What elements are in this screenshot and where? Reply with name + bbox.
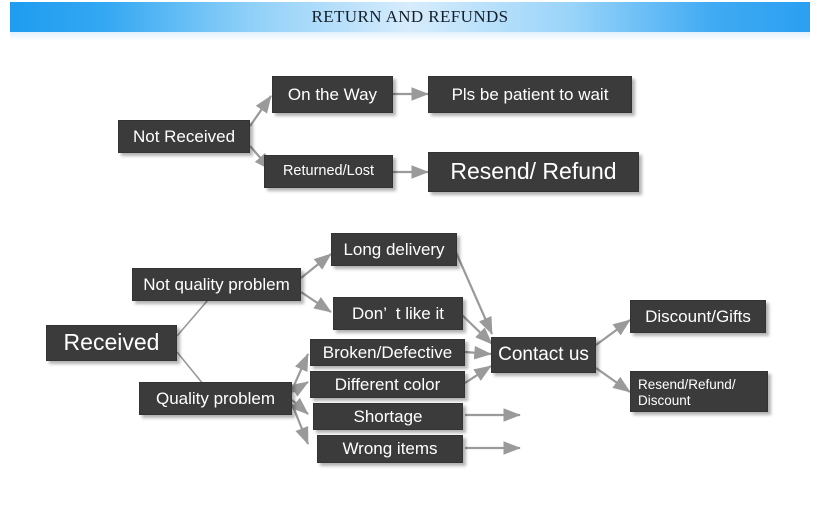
node-discount-gifts[interactable]: Discount/Gifts [630, 300, 766, 333]
node-wrong-items[interactable]: Wrong items [317, 435, 463, 463]
node-pls-be-patient[interactable]: Pls be patient to wait [428, 76, 632, 113]
node-not-received[interactable]: Not Received [118, 120, 250, 153]
node-resend-refund[interactable]: Resend/ Refund [428, 152, 639, 192]
node-shortage[interactable]: Shortage [313, 403, 463, 430]
node-broken-defective[interactable]: Broken/Defective [310, 339, 465, 366]
node-dont-like-it[interactable]: Don’ t like it [333, 297, 463, 330]
page-header-banner: RETURN AND REFUNDS [10, 2, 810, 32]
node-received[interactable]: Received [46, 325, 177, 361]
node-resend-refund-discount[interactable]: Resend/Refund/ Discount [630, 371, 768, 412]
node-quality-problem[interactable]: Quality problem [139, 382, 292, 415]
banner-glow [10, 32, 810, 41]
page-title: RETURN AND REFUNDS [311, 7, 509, 26]
node-long-delivery[interactable]: Long delivery [331, 233, 457, 266]
node-on-the-way[interactable]: On the Way [272, 76, 393, 113]
node-not-quality-problem[interactable]: Not quality problem [132, 268, 301, 301]
node-different-color[interactable]: Different color [310, 371, 465, 398]
node-returned-lost[interactable]: Returned/Lost [264, 155, 393, 188]
node-contact-us[interactable]: Contact us [491, 337, 596, 373]
